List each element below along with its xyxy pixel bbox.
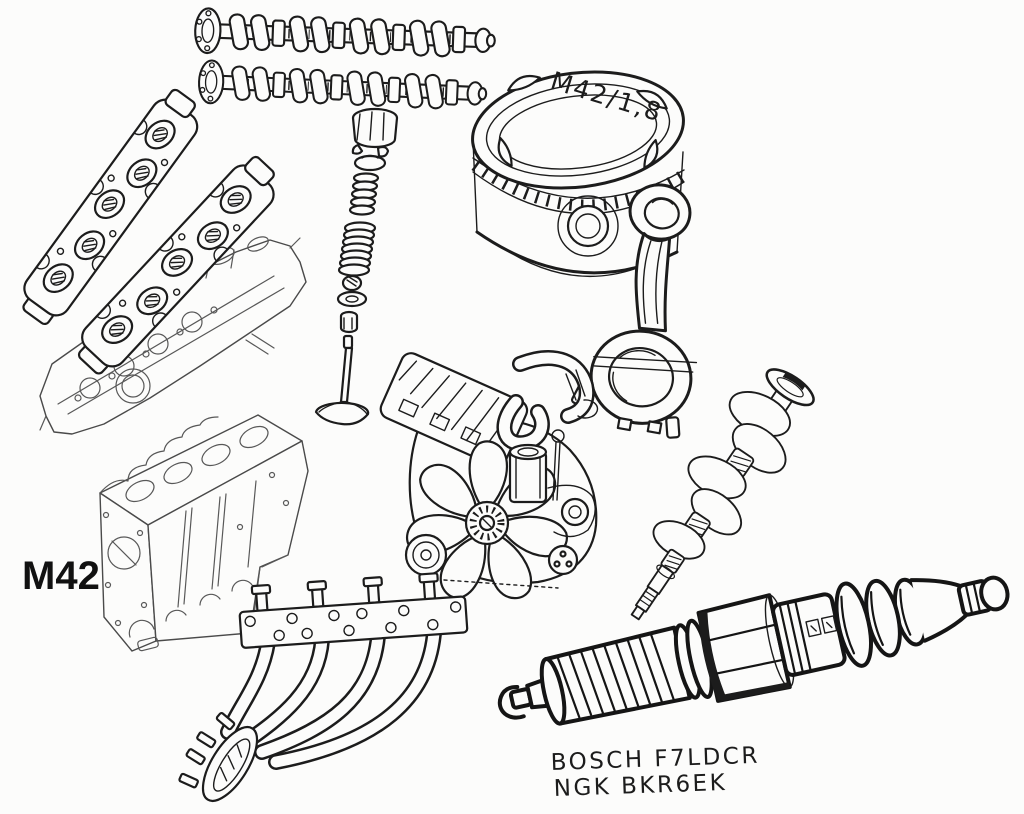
cooling-fan — [402, 439, 572, 606]
oil-filter — [508, 443, 548, 504]
connecting-rod-drawing — [570, 183, 698, 439]
exhaust-camshaft-drawing — [198, 59, 488, 111]
valve-and-spring-assembly-drawing — [314, 107, 399, 426]
crankshaft-drawing — [630, 368, 815, 621]
engine-block-drawing — [99, 414, 309, 652]
exhaust-manifold-drawing — [178, 572, 469, 802]
engine-code-label: M42 — [22, 554, 100, 598]
dipstick — [551, 429, 565, 501]
camshaft-carrier-upper-drawing — [22, 88, 199, 326]
spark-plug-drawing — [497, 575, 1010, 726]
spark-plug-label-line2: NGK BKR6EK — [553, 770, 727, 802]
intake-camshaft-drawing — [194, 7, 496, 59]
camshaft-carrier-lower-drawing — [77, 155, 275, 375]
collector-flange — [178, 711, 259, 802]
engine-front-assembly-drawing — [379, 350, 599, 606]
